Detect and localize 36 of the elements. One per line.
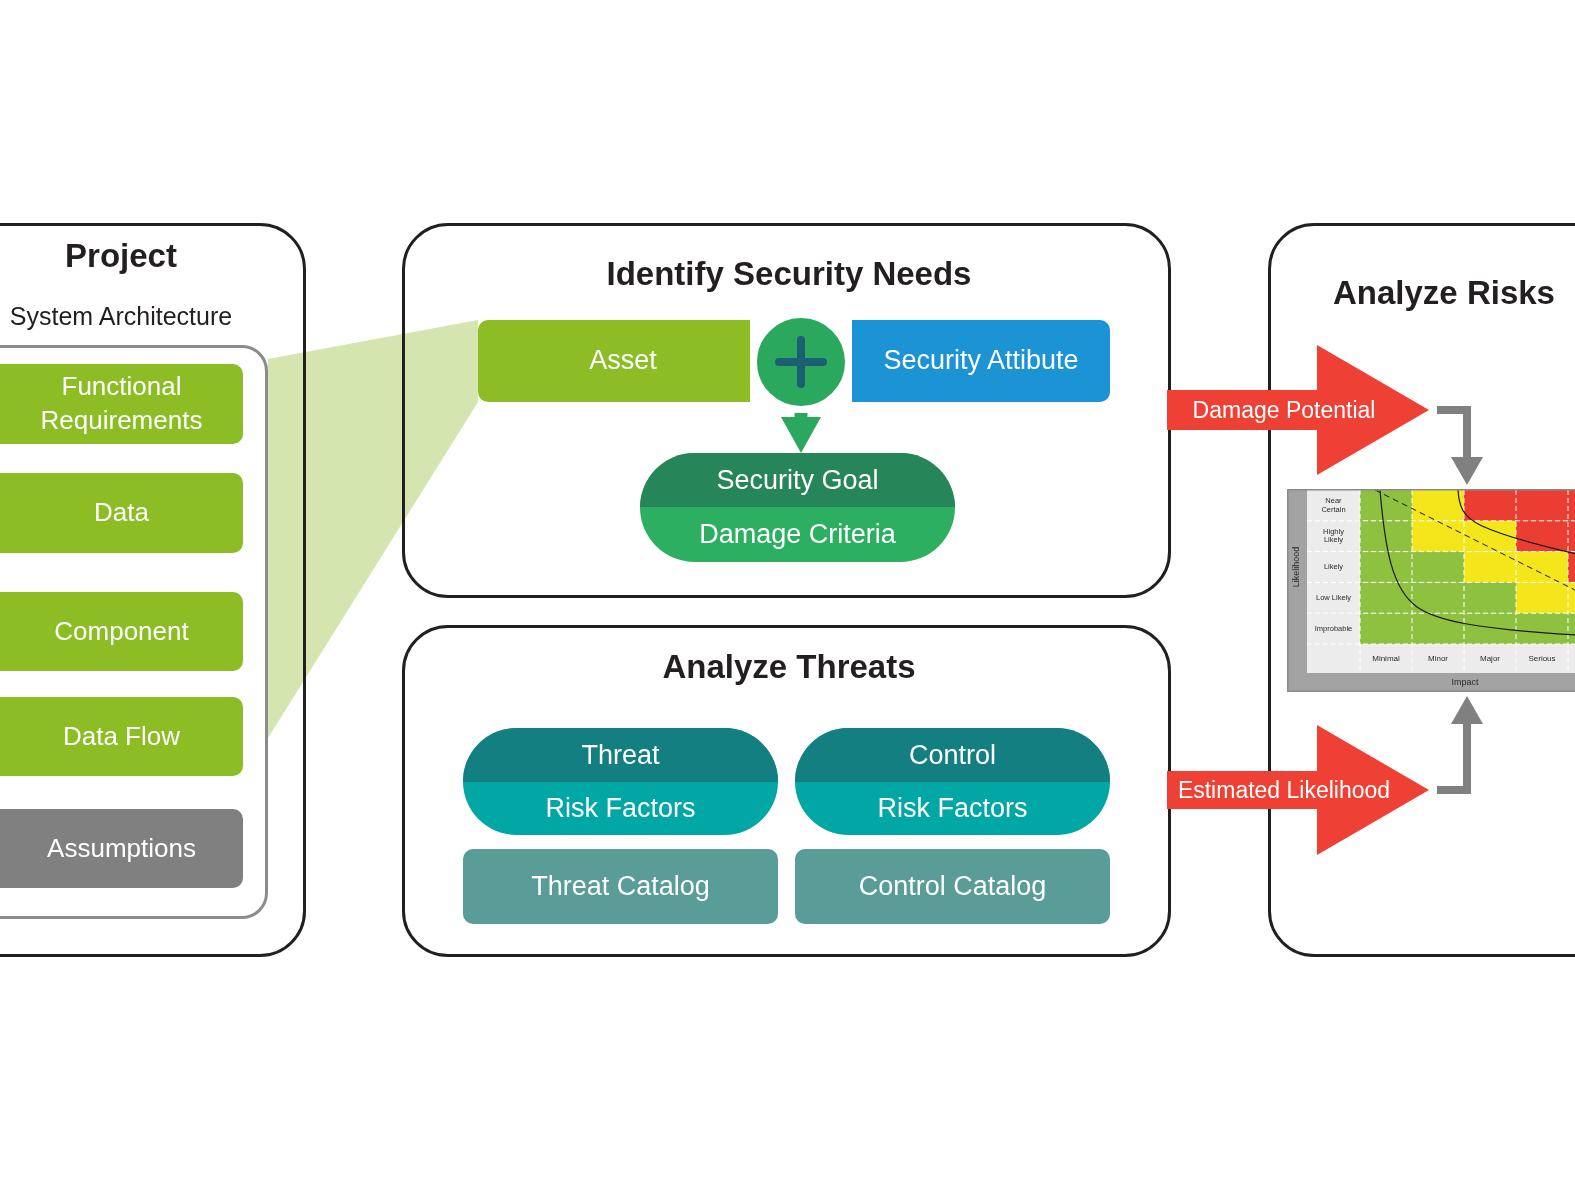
architecture-item: Assumptions — [0, 809, 243, 888]
axis-label: Likelihood — [1292, 546, 1302, 588]
panel-title: Identify Security Needs — [606, 254, 972, 294]
pill-header: Threat — [463, 728, 778, 782]
pill-text: Damage Criteria — [698, 518, 897, 551]
block-arrow — [1167, 345, 1429, 475]
panel-title: Analyze Threats — [662, 647, 916, 687]
pill-header: Security Goal — [640, 453, 955, 507]
arrow — [781, 413, 821, 453]
panel-title: Project — [65, 236, 177, 276]
section-panel — [0, 223, 306, 957]
risk-matrix — [1287, 489, 1575, 692]
projection-wedge — [268, 320, 478, 738]
pill-header: Control — [795, 728, 1110, 782]
column-label: Major — [1480, 654, 1500, 664]
asset-bar: Asset — [478, 320, 750, 402]
column-label: Minor — [1428, 654, 1448, 664]
edge-label: Estimated Likelihood — [1177, 776, 1391, 804]
architecture-item: Component — [0, 592, 243, 671]
block-arrow — [1167, 725, 1429, 855]
group-heading: System Architecture — [9, 301, 233, 331]
architecture-item: Data — [0, 473, 243, 553]
architecture-item: Functional Requirements — [0, 364, 243, 444]
panel-title: Analyze Risks — [1333, 273, 1555, 313]
pill-text: Risk Factors — [876, 792, 1029, 825]
edge-label: Damage Potential — [1192, 396, 1376, 424]
attribute-bar: Security Attibute — [852, 320, 1110, 402]
column-label: Minimal — [1372, 654, 1400, 664]
catalog-card: Control Catalog — [795, 849, 1110, 924]
section-panel — [402, 625, 1171, 957]
section-panel — [402, 223, 1171, 598]
architecture-item: Data Flow — [0, 697, 243, 776]
axis-label: Impact — [1451, 678, 1479, 688]
column-label: Serious — [1528, 654, 1556, 664]
pill-text: Risk Factors — [544, 792, 697, 825]
catalog-card: Threat Catalog — [463, 849, 778, 924]
